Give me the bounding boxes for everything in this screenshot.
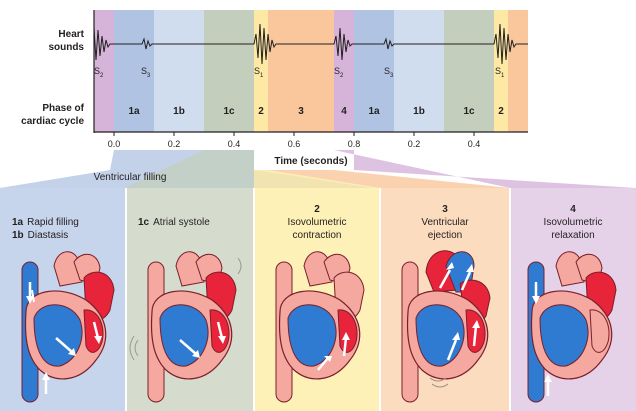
sound-marker-s2: S2 <box>94 66 104 79</box>
tick-4: 0.8 <box>348 139 361 149</box>
tick-2: 0.4 <box>228 139 241 149</box>
sound-markers: S2 S3 S1 S2 S3 S1 <box>94 66 505 79</box>
phonocardiogram-trace <box>93 23 528 65</box>
svg-text:2: 2 <box>314 204 320 215</box>
svg-text:ejection: ejection <box>428 230 462 241</box>
heart-illustration-2 <box>275 251 365 403</box>
band-3 <box>268 10 334 132</box>
sound-marker-s3-b: S3 <box>384 66 394 79</box>
sound-marker-s1: S1 <box>254 66 264 79</box>
heart-illustration-1c <box>129 251 242 403</box>
tick-6: 0.4 <box>468 139 481 149</box>
axis-title: Time (seconds) <box>274 156 347 167</box>
phase-label-1a: 1a <box>128 106 140 117</box>
funnel-1c <box>124 150 254 188</box>
phase-label-2: cardiac cycle <box>21 116 84 127</box>
phase-label-2: 2 <box>258 106 264 117</box>
sound-marker-s2-b: S2 <box>334 66 344 79</box>
funnel-3 <box>268 170 510 188</box>
band-1a-b <box>354 10 394 132</box>
band-3-b <box>508 10 528 132</box>
heart-illustration-4 <box>527 251 617 403</box>
heart-sounds-label-2: sounds <box>48 42 84 53</box>
band-1c <box>204 10 254 132</box>
phase-label-2-b: 2 <box>498 106 504 117</box>
phase-label-1: Phase of <box>42 103 84 114</box>
phase-band-labels: 1a 1b 1c 2 3 4 1a 1b 1c 2 <box>128 106 504 117</box>
heart-illustration-1ab <box>21 251 115 403</box>
ventricular-filling-header: Ventricular filling <box>94 172 167 183</box>
svg-text:contraction: contraction <box>293 230 342 241</box>
tick-3: 0.6 <box>288 139 301 149</box>
phase-label-1c: 1c <box>223 106 235 117</box>
phase-label-3: 3 <box>298 106 304 117</box>
svg-text:Isovolumetric: Isovolumetric <box>544 217 603 228</box>
phase-label-1b-b: 1b <box>413 106 425 117</box>
phase-label-1a-b: 1a <box>368 106 380 117</box>
funnel-2 <box>254 170 380 188</box>
tick-5: 0.2 <box>408 139 421 149</box>
funnel-4 <box>334 150 636 188</box>
svg-text:relaxation: relaxation <box>551 230 594 241</box>
band-1b-b <box>394 10 444 132</box>
band-1c-b <box>444 10 494 132</box>
band-1b <box>154 10 204 132</box>
tick-labels: 0.0 0.2 0.4 0.6 0.8 0.2 0.4 <box>108 139 481 149</box>
svg-text:3: 3 <box>442 204 448 215</box>
phase-label-1c-b: 1c <box>463 106 475 117</box>
svg-text:Isovolumetric: Isovolumetric <box>288 217 347 228</box>
phase-label-4: 4 <box>341 106 347 117</box>
tick-1: 0.2 <box>168 139 181 149</box>
phase-label-1b: 1b <box>173 106 185 117</box>
sound-marker-s1-b: S1 <box>495 66 505 79</box>
band-1a <box>114 10 154 132</box>
svg-text:Ventricular: Ventricular <box>421 217 469 228</box>
sound-marker-s3: S3 <box>141 66 151 79</box>
tick-0: 0.0 <box>108 139 121 149</box>
panel-3-text: 3 Ventricular ejection <box>421 204 469 241</box>
panel-2-text: 2 Isovolumetric contraction <box>288 204 347 241</box>
panel-4-text: 4 Isovolumetric relaxation <box>544 204 603 241</box>
tick-marks <box>113 132 475 136</box>
heart-sounds-label-1: Heart <box>58 29 84 40</box>
svg-text:4: 4 <box>570 204 576 215</box>
phase-bands <box>94 10 528 132</box>
heart-illustration-3 <box>401 250 491 403</box>
